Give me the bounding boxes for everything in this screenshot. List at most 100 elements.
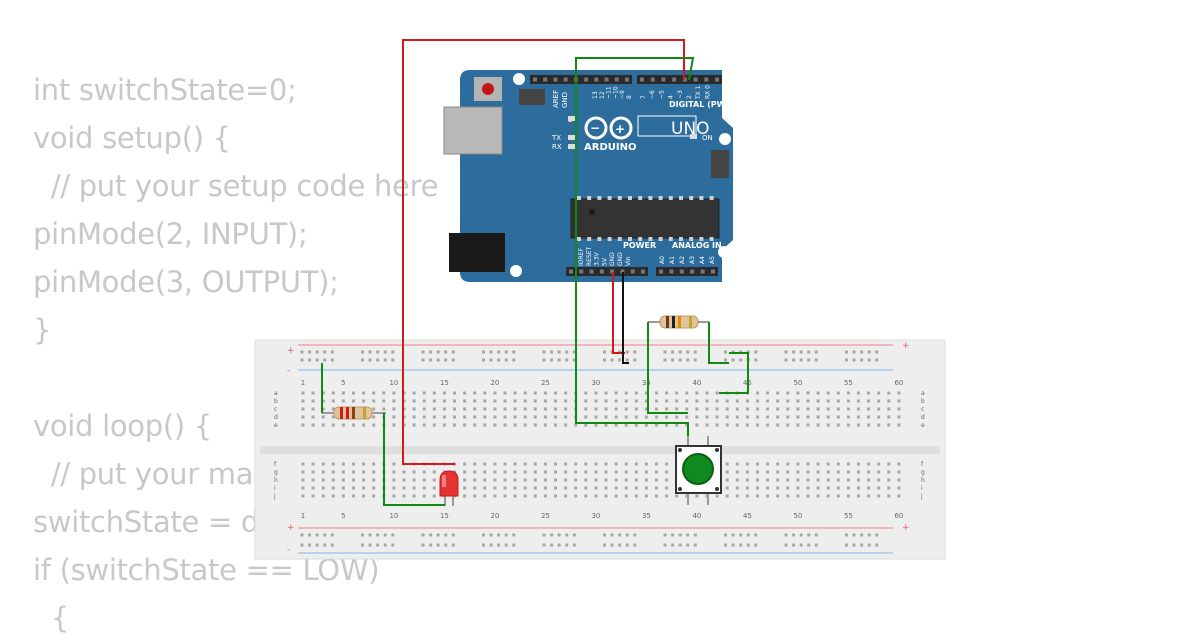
breadboard-hole[interactable] (675, 407, 679, 411)
breadboard-hole[interactable] (463, 470, 467, 474)
breadboard-hole[interactable] (735, 494, 739, 498)
rail-hole[interactable] (814, 533, 818, 537)
breadboard-hole[interactable] (574, 470, 578, 474)
breadboard-hole[interactable] (533, 415, 537, 419)
breadboard-hole[interactable] (533, 462, 537, 466)
breadboard-hole[interactable] (554, 391, 557, 395)
breadboard-hole[interactable] (776, 391, 780, 395)
breadboard-hole[interactable] (877, 494, 881, 498)
breadboard-hole[interactable] (493, 494, 497, 498)
rail-hole[interactable] (671, 350, 675, 354)
breadboard-hole[interactable] (776, 470, 780, 474)
breadboard-hole[interactable] (887, 399, 891, 403)
breadboard-hole[interactable] (604, 486, 608, 490)
breadboard-hole[interactable] (321, 486, 325, 490)
rail-hole[interactable] (754, 533, 758, 537)
breadboard-hole[interactable] (533, 478, 537, 482)
breadboard-hole[interactable] (362, 391, 366, 395)
breadboard-hole[interactable] (543, 486, 547, 490)
rail-hole[interactable] (444, 533, 448, 537)
breadboard-hole[interactable] (311, 494, 315, 498)
breadboard-hole[interactable] (826, 423, 830, 427)
rail-hole[interactable] (421, 358, 425, 362)
breadboard-hole[interactable] (877, 407, 881, 411)
rail-hole[interactable] (368, 350, 372, 354)
breadboard-hole[interactable] (786, 470, 790, 474)
breadboard-hole[interactable] (432, 494, 436, 498)
breadboard-hole[interactable] (463, 486, 467, 490)
breadboard-hole[interactable] (665, 407, 669, 411)
breadboard-hole[interactable] (867, 407, 871, 411)
breadboard-hole[interactable] (614, 462, 618, 466)
breadboard-hole[interactable] (877, 391, 881, 395)
breadboard-hole[interactable] (624, 462, 628, 466)
breadboard-hole[interactable] (887, 423, 891, 427)
rail-hole[interactable] (686, 533, 690, 537)
breadboard-hole[interactable] (473, 399, 477, 403)
breadboard-hole[interactable] (826, 478, 830, 482)
breadboard-hole[interactable] (614, 494, 618, 498)
breadboard-hole[interactable] (665, 478, 669, 482)
rail-hole[interactable] (451, 358, 455, 362)
rail-hole[interactable] (663, 533, 667, 537)
breadboard-hole[interactable] (382, 391, 386, 395)
breadboard-hole[interactable] (574, 478, 578, 482)
rail-hole[interactable] (368, 543, 372, 547)
breadboard-hole[interactable] (584, 486, 588, 490)
breadboard-hole[interactable] (352, 399, 355, 403)
breadboard-hole[interactable] (786, 486, 790, 490)
rail-hole[interactable] (603, 533, 606, 537)
breadboard-hole[interactable] (624, 486, 628, 490)
breadboard-hole[interactable] (745, 494, 749, 498)
breadboard-hole[interactable] (655, 391, 658, 395)
breadboard-hole[interactable] (341, 391, 345, 395)
rail-hole[interactable] (557, 358, 561, 362)
breadboard-hole[interactable] (301, 494, 305, 498)
rail-hole[interactable] (300, 350, 304, 354)
breadboard-hole[interactable] (564, 399, 568, 403)
breadboard-hole[interactable] (735, 470, 739, 474)
breadboard-hole[interactable] (513, 423, 517, 427)
breadboard-hole[interactable] (776, 423, 780, 427)
rail-hole[interactable] (323, 543, 327, 547)
breadboard-hole[interactable] (331, 478, 335, 482)
rail-hole[interactable] (724, 533, 727, 537)
rail-hole[interactable] (512, 533, 516, 537)
rail-hole[interactable] (557, 350, 561, 354)
breadboard-hole[interactable] (897, 462, 901, 466)
breadboard-hole[interactable] (392, 462, 396, 466)
breadboard-hole[interactable] (846, 486, 850, 490)
breadboard-hole[interactable] (867, 470, 871, 474)
rail-hole[interactable] (663, 350, 667, 354)
breadboard-hole[interactable] (887, 462, 891, 466)
breadboard-hole[interactable] (644, 486, 648, 490)
breadboard-hole[interactable] (614, 391, 618, 395)
breadboard-hole[interactable] (836, 494, 840, 498)
rail-hole[interactable] (572, 350, 576, 354)
breadboard-hole[interactable] (796, 462, 800, 466)
breadboard-hole[interactable] (735, 462, 739, 466)
rail-hole[interactable] (504, 358, 508, 362)
breadboard-hole[interactable] (836, 486, 840, 490)
rail-hole[interactable] (739, 533, 743, 537)
rail-hole[interactable] (504, 533, 508, 537)
breadboard-hole[interactable] (372, 391, 376, 395)
breadboard-hole[interactable] (604, 478, 608, 482)
breadboard-hole[interactable] (715, 399, 719, 403)
rail-hole[interactable] (361, 358, 364, 362)
breadboard-hole[interactable] (695, 399, 699, 403)
breadboard-hole[interactable] (624, 391, 628, 395)
header-pin[interactable] (630, 269, 635, 274)
breadboard-hole[interactable] (846, 391, 850, 395)
breadboard-hole[interactable] (756, 478, 759, 482)
rail-hole[interactable] (784, 543, 788, 547)
breadboard-hole[interactable] (554, 494, 557, 498)
breadboard-hole[interactable] (806, 423, 810, 427)
breadboard-hole[interactable] (867, 462, 871, 466)
breadboard-hole[interactable] (644, 391, 648, 395)
rail-hole[interactable] (739, 358, 743, 362)
breadboard[interactable]: + - + + - + 1155101015152020252530303535… (254, 339, 946, 560)
breadboard-hole[interactable] (362, 478, 366, 482)
breadboard-hole[interactable] (887, 391, 891, 395)
breadboard-hole[interactable] (311, 423, 315, 427)
